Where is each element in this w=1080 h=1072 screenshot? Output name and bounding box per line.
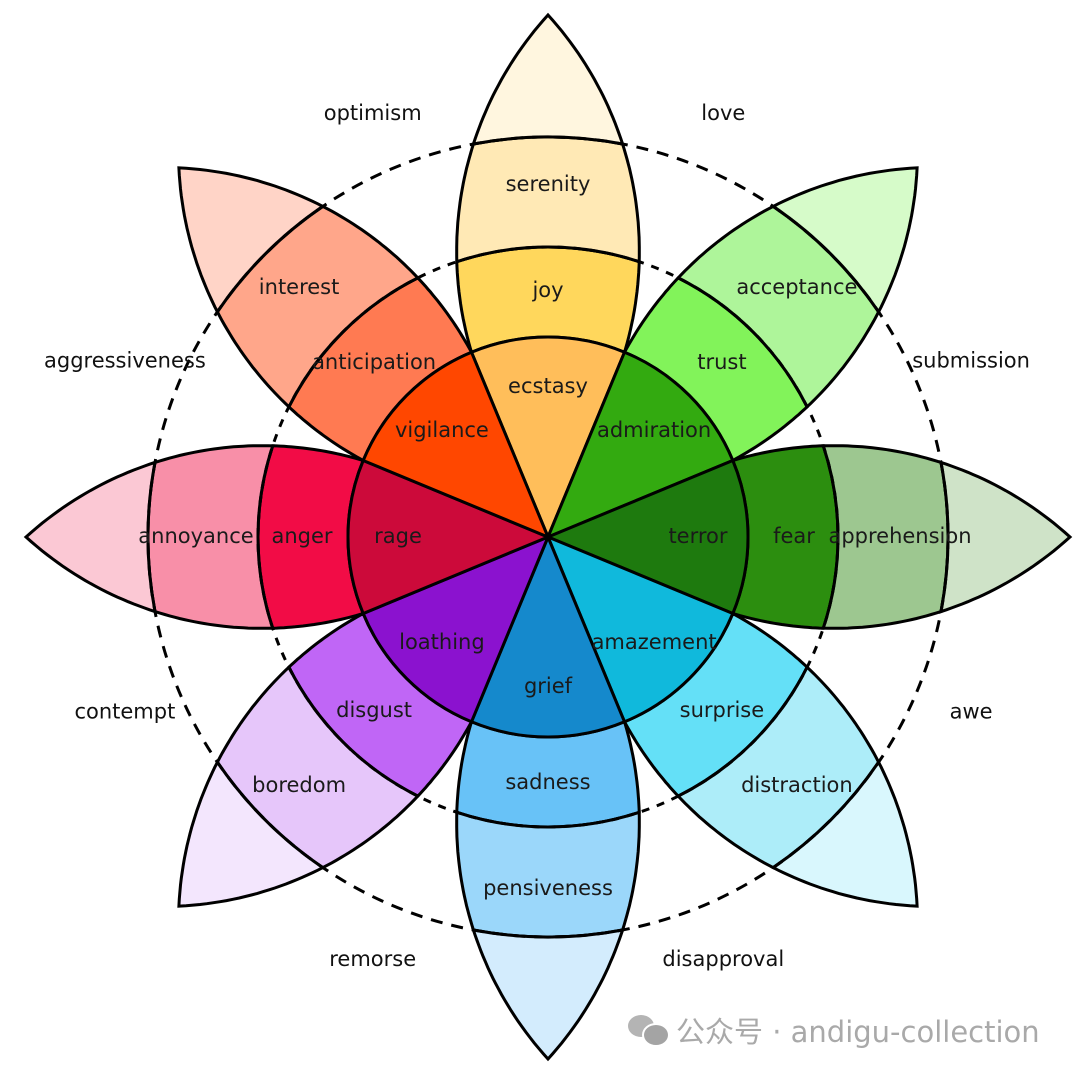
dyad-contempt: contempt [74,699,175,723]
petal-disgust [177,611,474,908]
wedge-vigilance [361,350,551,540]
middle-dashed-circle [256,245,840,829]
dyad-love: love [701,101,745,125]
label-surprise: surprise [680,698,765,722]
label-ecstasy: ecstasy [508,374,588,398]
wedge-terror [544,458,750,616]
dyad-submission: submission [912,349,1030,373]
label-disgust: disgust [336,698,412,722]
label-fear: fear [773,524,815,548]
band-distraction [675,664,881,870]
band-annoyance [146,444,275,630]
wedge-amazement [545,534,735,724]
dyad-optimism: optimism [324,101,422,125]
label-anger: anger [271,524,332,548]
petal-anticipation [177,166,474,463]
label-rage: rage [374,524,422,548]
band-apprehension [821,444,950,630]
label-trust: trust [697,350,746,374]
label-pensiveness: pensiveness [483,876,613,900]
label-serenity: serenity [506,172,591,196]
label-interest: interest [259,275,340,299]
core-layer [346,335,750,739]
label-amazement: amazement [592,630,717,654]
wedge-admiration [545,350,735,540]
petal-tip-sadness [471,928,625,1062]
petal-anger [23,444,366,630]
wedge-ecstasy [469,335,627,541]
label-annoyance: annoyance [138,524,253,548]
petal-fear [730,444,1073,630]
petal-tip-joy [471,12,625,146]
label-boredom: boredom [252,773,346,797]
outer-dashed-circle [146,135,950,939]
label-loathing: loathing [399,630,485,654]
dyad-awe: awe [950,699,993,723]
dyad-aggressiveness: aggressiveness [44,349,206,373]
label-joy: joy [531,278,563,302]
wedge-loathing [361,534,551,724]
wedge-grief [469,533,627,739]
labels-layer: ecstasy joy serenity admiration trust accepta… [138,172,971,900]
label-vigilance: vigilance [395,418,489,442]
label-admiration: admiration [597,418,711,442]
label-distraction: distraction [741,773,853,797]
label-grief: grief [524,674,573,698]
watermark: 公众号 · andigu-collection [628,1008,1040,1052]
band-serenity [455,135,641,264]
dashed-circles [146,135,950,939]
dyad-labels: optimism love submission awe disapproval remo… [44,101,1030,971]
band-interest [215,204,421,410]
label-acceptance: acceptance [736,275,857,299]
label-sadness: sadness [505,770,590,794]
wechat-icon [628,1013,670,1047]
wedge-rage [346,458,552,616]
band-pensiveness [455,810,641,939]
watermark-text: 公众号 · andigu-collection [676,1015,1040,1049]
dyad-remorse: remorse [329,947,416,971]
petal-tip-anger [23,460,157,614]
dyad-disapproval: disapproval [662,947,784,971]
label-terror: terror [668,524,727,548]
label-anticipation: anticipation [312,350,436,374]
label-apprehension: apprehension [828,524,971,548]
petal-tip-fear [939,460,1073,614]
